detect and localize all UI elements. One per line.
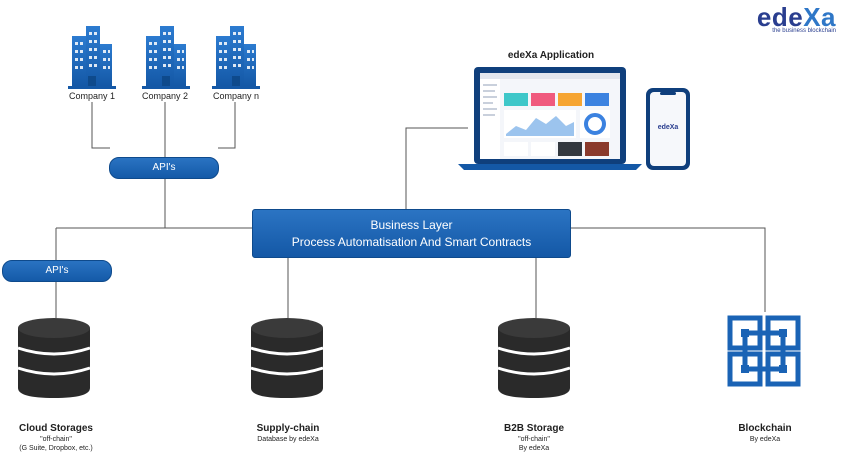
cloud-storage-line3: (G Suite, Dropbox, etc.) bbox=[19, 445, 93, 452]
business-layer-box: Business Layer Process Automatisation An… bbox=[252, 209, 571, 258]
business-layer-subtitle: Process Automatisation And Smart Contrac… bbox=[291, 235, 532, 249]
edexa-logo: edeXa the business blockchain bbox=[757, 4, 836, 34]
blockchain-nodes bbox=[741, 329, 787, 373]
cloud-storage-title: Cloud Storages bbox=[19, 423, 93, 434]
database-icon-supply bbox=[249, 316, 325, 400]
building-icon-3 bbox=[212, 26, 260, 89]
blockchain-title: Blockchain bbox=[738, 423, 792, 434]
api-pill-left: API's bbox=[2, 260, 112, 282]
database-icon-cloud bbox=[16, 316, 92, 400]
company-label-1: Company 1 bbox=[68, 91, 116, 101]
b2b-storage-title: B2B Storage bbox=[503, 423, 564, 434]
blockchain-line2: By edeXa bbox=[749, 436, 781, 443]
building-icon-2 bbox=[142, 26, 190, 89]
connector-lines bbox=[55, 102, 766, 318]
database-icon-b2b bbox=[496, 316, 572, 400]
api-pill-top: API's bbox=[109, 157, 219, 179]
application-title: edeXa Application bbox=[507, 50, 595, 61]
company-label-3: Company n bbox=[212, 91, 260, 101]
b2b-storage-line3: By edeXa bbox=[518, 445, 550, 452]
laptop-icon bbox=[458, 67, 642, 170]
logo-word: edeXa bbox=[756, 2, 836, 32]
logo-tagline: the business blockchain bbox=[772, 28, 836, 34]
phone-icon bbox=[646, 88, 690, 170]
supply-chain-line2: Database by edeXa bbox=[257, 436, 319, 443]
blockchain-icon bbox=[727, 315, 801, 387]
phone-logo: edeXa bbox=[657, 124, 679, 131]
building-icon-1 bbox=[68, 26, 116, 89]
cloud-storage-line2: "off-chain" bbox=[40, 436, 72, 443]
business-layer-title: Business Layer bbox=[370, 218, 453, 232]
company-label-2: Company 2 bbox=[141, 91, 189, 101]
supply-chain-title: Supply-chain bbox=[256, 423, 320, 434]
b2b-storage-line2: "off-chain" bbox=[518, 436, 550, 443]
